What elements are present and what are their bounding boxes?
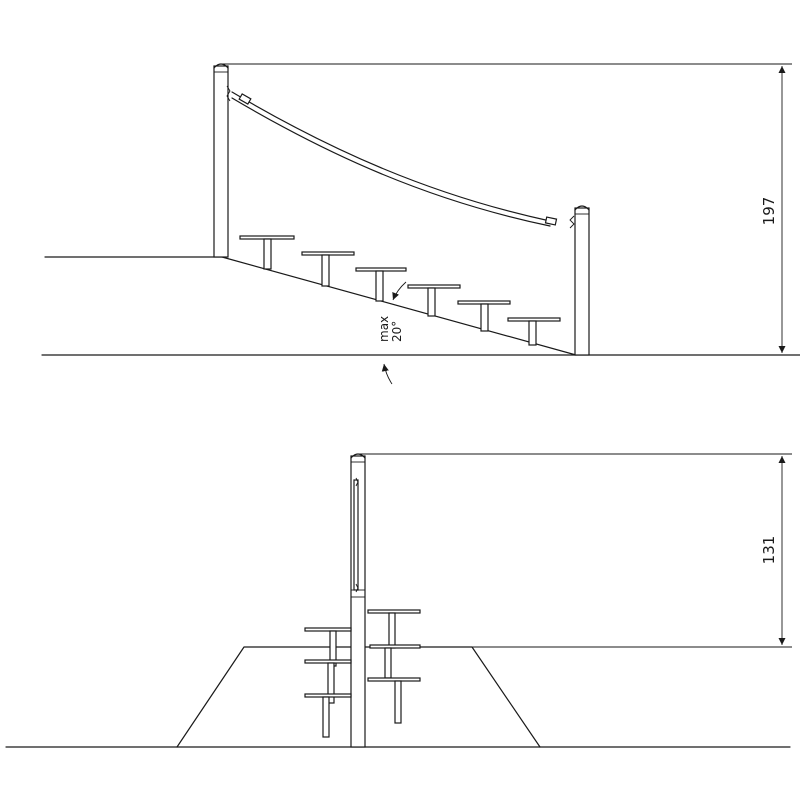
front-stump [367, 677, 421, 724]
side-stump [457, 300, 511, 332]
front-stepping-stumps-right [367, 609, 421, 724]
side-left-post [213, 63, 229, 258]
front-height-label: 131 [760, 536, 778, 565]
front-stump [367, 609, 421, 649]
side-right-post [574, 205, 590, 356]
slope-angle-annotation: max 20° [377, 281, 407, 385]
side-height-label: 197 [760, 197, 778, 226]
front-stump [369, 644, 421, 679]
front-stump [304, 693, 352, 738]
side-stump [507, 317, 561, 346]
side-rope [226, 85, 575, 229]
front-stepping-stumps-left [304, 627, 352, 738]
front-stump [304, 659, 352, 704]
slope-angle-label-degrees: 20° [390, 321, 404, 342]
side-slope-line [221, 256, 577, 356]
side-stump [301, 251, 355, 287]
front-view: 131 [5, 453, 792, 748]
front-height-dimension: 131 [358, 453, 792, 645]
side-stump [355, 267, 407, 302]
side-view: max 20° 197 [41, 63, 800, 385]
slope-angle-label-max: max [377, 316, 391, 342]
side-height-dimension: 197 [222, 63, 792, 353]
side-stepping-stumps [239, 235, 561, 346]
side-stump [407, 284, 461, 317]
front-rope [353, 477, 359, 593]
side-stump [239, 235, 295, 270]
